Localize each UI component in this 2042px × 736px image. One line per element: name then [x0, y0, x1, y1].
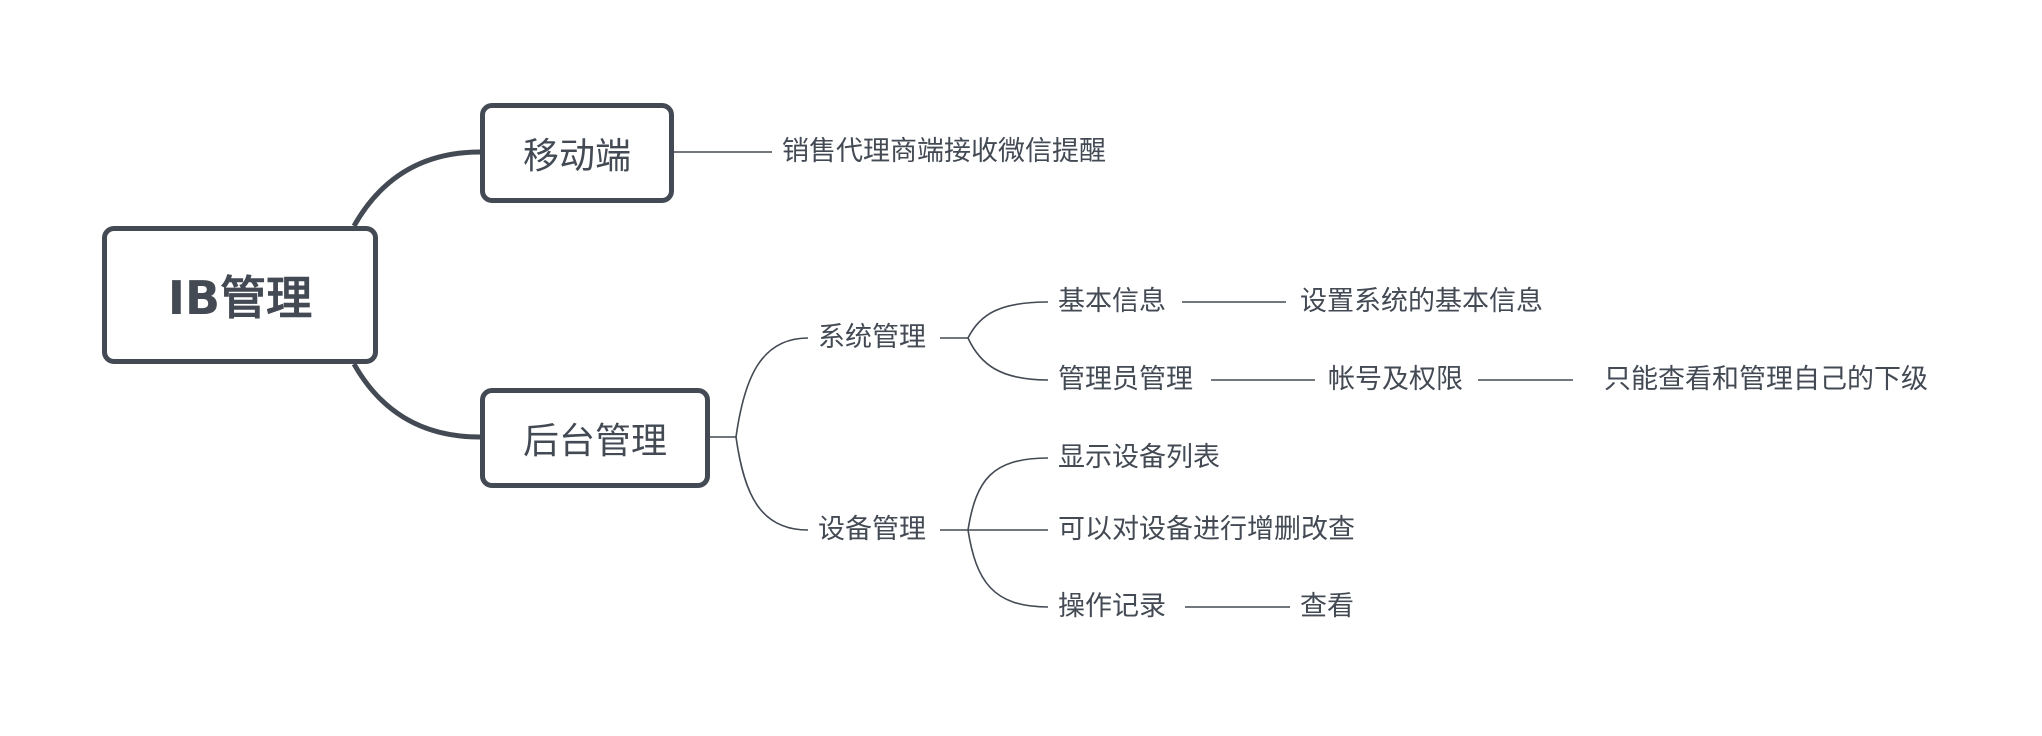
node-set-basic-info[interactable]: 设置系统的基本信息 — [1300, 286, 1543, 317]
node-operation-log[interactable]: 操作记录 — [1058, 591, 1166, 622]
connector-root-mobile — [351, 149, 481, 228]
node-mobile[interactable]: 移动端 — [480, 103, 674, 203]
connector-root-backend — [351, 362, 481, 440]
connector-system-admin — [967, 337, 1049, 381]
node-mobile-label: 移动端 — [522, 136, 631, 177]
connector-system-basic — [967, 301, 1049, 339]
node-account-permissions[interactable]: 帐号及权限 — [1328, 364, 1463, 395]
node-view-subordinates[interactable]: 只能查看和管理自己的下级 — [1604, 364, 1928, 395]
root-node-label: IB管理 — [167, 271, 313, 325]
connector-device-list — [967, 457, 1049, 531]
connector-backend-system — [735, 337, 809, 438]
connector-backend-device — [735, 436, 809, 531]
node-device-list[interactable]: 显示设备列表 — [1058, 442, 1220, 473]
node-backend-label: 后台管理 — [522, 421, 667, 462]
node-basic-info[interactable]: 基本信息 — [1058, 286, 1166, 317]
node-wechat-reminder[interactable]: 销售代理商端接收微信提醒 — [782, 136, 1106, 167]
node-view-log[interactable]: 查看 — [1300, 591, 1354, 622]
node-device-crud[interactable]: 可以对设备进行增删改查 — [1058, 514, 1355, 545]
node-system-management[interactable]: 系统管理 — [818, 322, 926, 353]
node-admin-management[interactable]: 管理员管理 — [1058, 364, 1193, 395]
root-node[interactable]: IB管理 — [102, 226, 378, 364]
node-backend[interactable]: 后台管理 — [480, 388, 710, 488]
node-device-management[interactable]: 设备管理 — [818, 514, 926, 545]
connector-device-log — [967, 529, 1049, 608]
